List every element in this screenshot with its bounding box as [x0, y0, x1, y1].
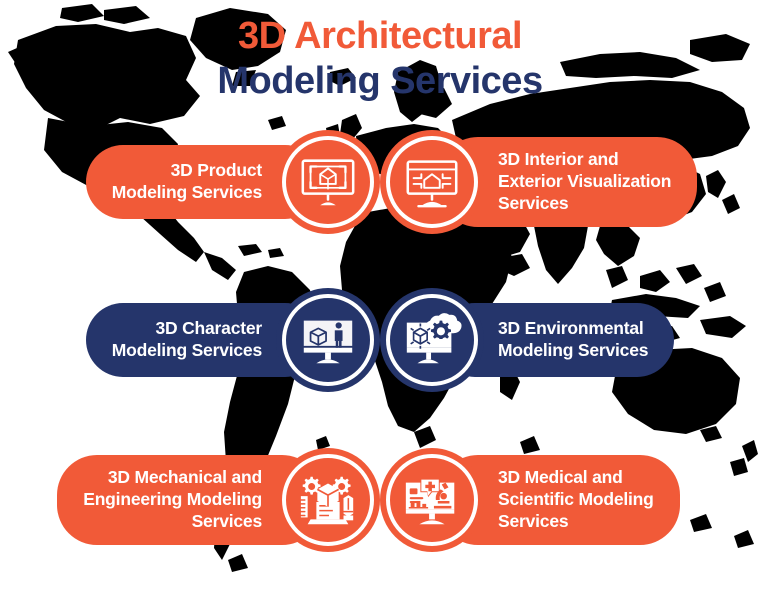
badge-ring: [282, 454, 374, 546]
badge-ring: [386, 136, 478, 228]
monitor-floorplan-icon: [380, 130, 484, 234]
service-slot-2: 3D Interior and Exterior Visualization S…: [380, 122, 760, 242]
service-card-3d-environmental-modeling[interactable]: 3D Environmental Modeling Services: [380, 280, 675, 400]
badge-ring: [282, 136, 374, 228]
monitor-3d-house-icon: [276, 130, 380, 234]
service-slot-1: 3D Product Modeling Services: [0, 122, 380, 242]
monitor-medical-cross-microscope-icon: [380, 448, 484, 552]
service-slot-5: 3D Mechanical and Engineering Modeling S…: [0, 440, 380, 560]
badge-glyph: [401, 309, 463, 371]
service-pill[interactable]: 3D Interior and Exterior Visualization S…: [438, 137, 698, 227]
service-row-3: 3D Mechanical and Engineering Modeling S…: [0, 440, 760, 560]
service-label: 3D Interior and Exterior Visualization S…: [498, 149, 672, 213]
service-label: 3D Medical and Scientific Modeling Servi…: [498, 467, 654, 531]
service-label: 3D Product Modeling Services: [111, 160, 262, 202]
monitor-cube-cloud-gear-icon: [380, 288, 484, 392]
service-row-2: 3D Character Modeling Services: [0, 280, 760, 400]
service-card-3d-mechanical-engineering-modeling[interactable]: 3D Mechanical and Engineering Modeling S…: [57, 440, 380, 560]
service-label: 3D Character Modeling Services: [111, 318, 262, 360]
badge-glyph: [401, 469, 463, 531]
service-pill[interactable]: 3D Medical and Scientific Modeling Servi…: [438, 455, 680, 545]
service-slot-6: 3D Medical and Scientific Modeling Servi…: [380, 440, 760, 560]
badge-ring: [386, 454, 478, 546]
service-row-1: 3D Product Modeling Services: [0, 122, 760, 242]
service-card-3d-interior-exterior-visualization[interactable]: 3D Interior and Exterior Visualization S…: [380, 122, 698, 242]
badge-ring: [386, 294, 478, 386]
laptop-gears-cube-ruler-pencil-icon: [276, 448, 380, 552]
badge-glyph: [297, 469, 359, 531]
badge-glyph: [297, 151, 359, 213]
service-card-3d-character-modeling[interactable]: 3D Character Modeling Services: [85, 280, 380, 400]
service-card-3d-product-modeling[interactable]: 3D Product Modeling Services: [85, 122, 380, 242]
badge-ring: [282, 294, 374, 386]
service-pill[interactable]: 3D Mechanical and Engineering Modeling S…: [57, 455, 322, 545]
service-card-3d-medical-scientific-modeling[interactable]: 3D Medical and Scientific Modeling Servi…: [380, 440, 680, 560]
badge-glyph: [297, 309, 359, 371]
service-slot-3: 3D Character Modeling Services: [0, 280, 380, 400]
badge-glyph: [401, 151, 463, 213]
service-label: 3D Environmental Modeling Services: [498, 318, 649, 360]
monitor-cube-person-icon: [276, 288, 380, 392]
service-slot-4: 3D Environmental Modeling Services: [380, 280, 760, 400]
service-label: 3D Mechanical and Engineering Modeling S…: [83, 467, 262, 531]
